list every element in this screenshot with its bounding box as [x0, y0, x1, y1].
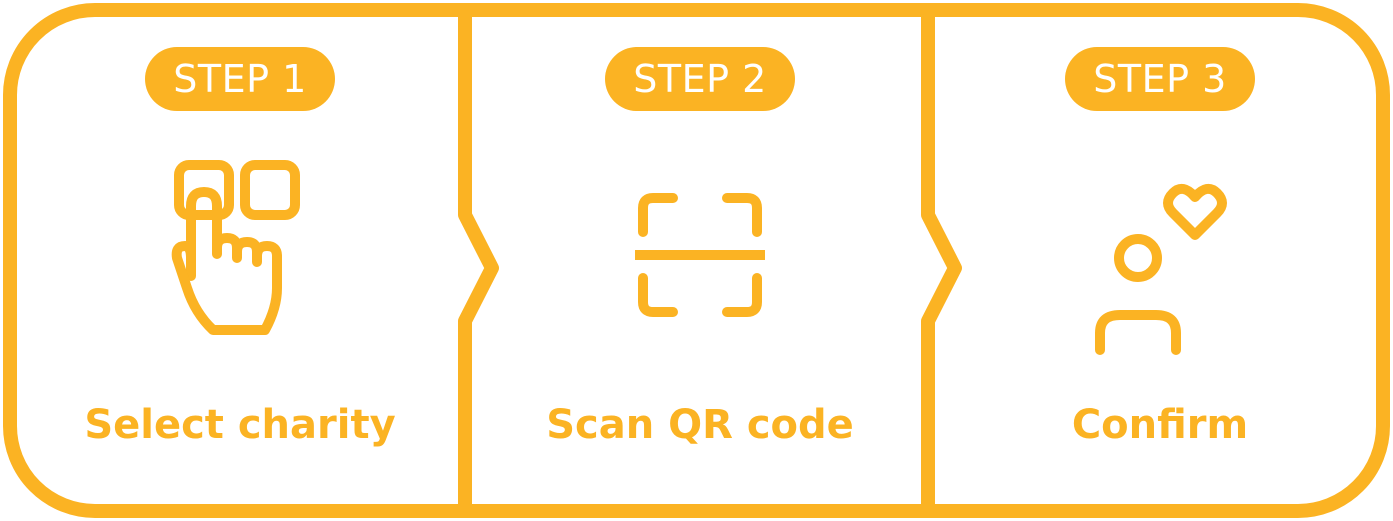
step-3-badge: STEP 3: [1065, 47, 1255, 111]
person-heart-icon: [1095, 183, 1227, 355]
chevron-divider-2: [921, 10, 962, 511]
step-3-label: Confirm: [1071, 402, 1249, 448]
chevron-divider-1: [458, 10, 499, 511]
step-1-badge: STEP 1: [145, 47, 335, 111]
step-2-label: Scan QR code: [546, 402, 854, 448]
step-3-panel: STEP 3 Confirm: [940, 20, 1380, 505]
qr-scan-icon: [635, 193, 765, 317]
tap-select-icon: [171, 160, 300, 335]
step-2-panel: STEP 2 Scan QR code: [480, 20, 920, 505]
step-1-panel: STEP 1 Select charity: [20, 20, 460, 505]
step-1-label: Select charity: [84, 402, 396, 448]
step-2-badge: STEP 2: [605, 47, 795, 111]
